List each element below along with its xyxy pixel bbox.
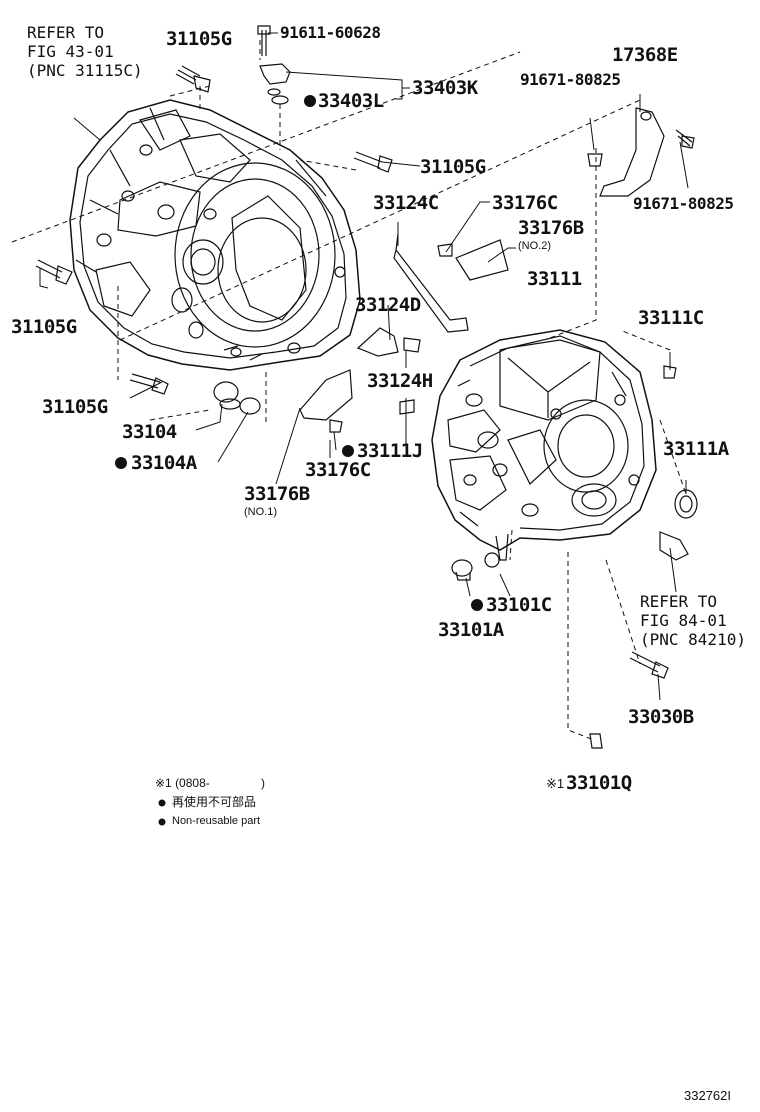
- bolt-33176c-low: [329, 419, 343, 433]
- q-mark: ※1: [546, 776, 565, 791]
- o-ring-33403l: [271, 95, 289, 105]
- bolt-91671-left: [587, 153, 603, 167]
- refer-fig84-label: REFER TO FIG 84-01 (PNC 84210): [640, 592, 746, 649]
- part-label-33030b: 33030B: [628, 706, 694, 728]
- plate-33176b-no1: [299, 369, 353, 421]
- legend-note-close: ): [261, 776, 265, 790]
- part-label-33176b-low: 33176B: [244, 483, 310, 505]
- refer-fig84-line3: (PNC 84210): [640, 630, 746, 649]
- plug-33101a: [451, 559, 473, 581]
- part-label-31105g-top: 31105G: [166, 28, 232, 50]
- part-label-33124c: 33124C: [373, 192, 439, 214]
- part-label-33101c: 33101C: [486, 594, 552, 616]
- sublabel-no1: (NO.1): [244, 506, 277, 518]
- part-label-33104a: 33104A: [131, 452, 197, 474]
- transmission-case-right: [431, 329, 657, 561]
- seal-33111a: [674, 489, 698, 519]
- bracket-17368e: [599, 107, 665, 197]
- part-label-33176c-top: 33176C: [492, 192, 558, 214]
- plug-33104: [213, 381, 241, 410]
- part-label-33111: 33111: [527, 268, 582, 290]
- clutch-housing-left: [69, 99, 361, 371]
- leader-lines: [39, 32, 689, 701]
- gasket-33101c: [484, 552, 500, 568]
- part-label-33111j: 33111J: [357, 440, 423, 462]
- pin-33111j: [399, 399, 415, 415]
- part-label-91611: 91611-60628: [280, 23, 381, 42]
- refer-fig43-line1: REFER TO: [27, 23, 105, 42]
- part-label-91671-b: 91671-80825: [633, 194, 734, 213]
- part-label-31105g-mid: 31105G: [420, 156, 486, 178]
- part-label-33403l: 33403L: [318, 90, 384, 112]
- lever-33403k: [259, 63, 291, 96]
- bolt-91611: [257, 25, 271, 56]
- legend-reuse-jp: 再使用不可部品: [172, 795, 257, 809]
- bolt-91671-right: [675, 129, 695, 149]
- rod-33124c: [393, 233, 469, 333]
- refer-fig84-line1: REFER TO: [640, 592, 718, 611]
- sublabel-no2: (NO.2): [518, 240, 551, 252]
- part-label-17368e: 17368E: [612, 44, 678, 66]
- part-label-33101a: 33101A: [438, 619, 504, 641]
- part-label-31105g-left: 31105G: [11, 316, 77, 338]
- part-label-33176b-top: 33176B: [518, 217, 584, 239]
- part-label-33101q: 33101Q: [566, 772, 632, 794]
- part-label-33111a: 33111A: [663, 438, 729, 460]
- bolt-33101q: [589, 733, 603, 749]
- bolt-31105g-left: [35, 259, 73, 285]
- part-label-33124h: 33124H: [367, 370, 433, 392]
- part-label-91671-a: 91671-80825: [520, 70, 621, 89]
- diagram-code: 332762I: [684, 1088, 731, 1103]
- part-label-33124d: 33124D: [355, 294, 421, 316]
- gasket-33104a: [239, 397, 261, 415]
- part-label-31105g-low: 31105G: [42, 396, 108, 418]
- refer-fig43-line2: FIG 43-01: [27, 42, 114, 61]
- bolt-33124h: [403, 337, 421, 353]
- bracket-33124d: [356, 327, 399, 357]
- non-reusable-dots: [115, 95, 483, 826]
- bolt-31105g-low: [129, 373, 169, 395]
- bolt-31105g-top: [175, 65, 211, 93]
- bolt-31105g-mid: [353, 151, 393, 173]
- refer-fig43-line3: (PNC 31115C): [27, 61, 143, 80]
- sensor-84210: [659, 531, 689, 561]
- part-label-33104: 33104: [122, 421, 177, 443]
- bolt-33030b: [629, 651, 669, 679]
- plate-33176b-no2: [455, 239, 509, 281]
- legend-reuse-en: Non-reusable part: [172, 815, 261, 827]
- refer-fig84-line2: FIG 84-01: [640, 611, 727, 630]
- bolt-33111c: [663, 365, 677, 379]
- part-label-33176c-low: 33176C: [305, 459, 371, 481]
- bolt-33176c-top: [437, 243, 453, 257]
- refer-fig43-label: REFER TO FIG 43-01 (PNC 31115C): [27, 23, 143, 80]
- part-label-33403k: 33403K: [412, 77, 478, 99]
- alignment-dashed-lines: [11, 40, 687, 741]
- legend-note-mark: ※1 (0808-: [155, 776, 210, 790]
- part-label-33111c: 33111C: [638, 307, 704, 329]
